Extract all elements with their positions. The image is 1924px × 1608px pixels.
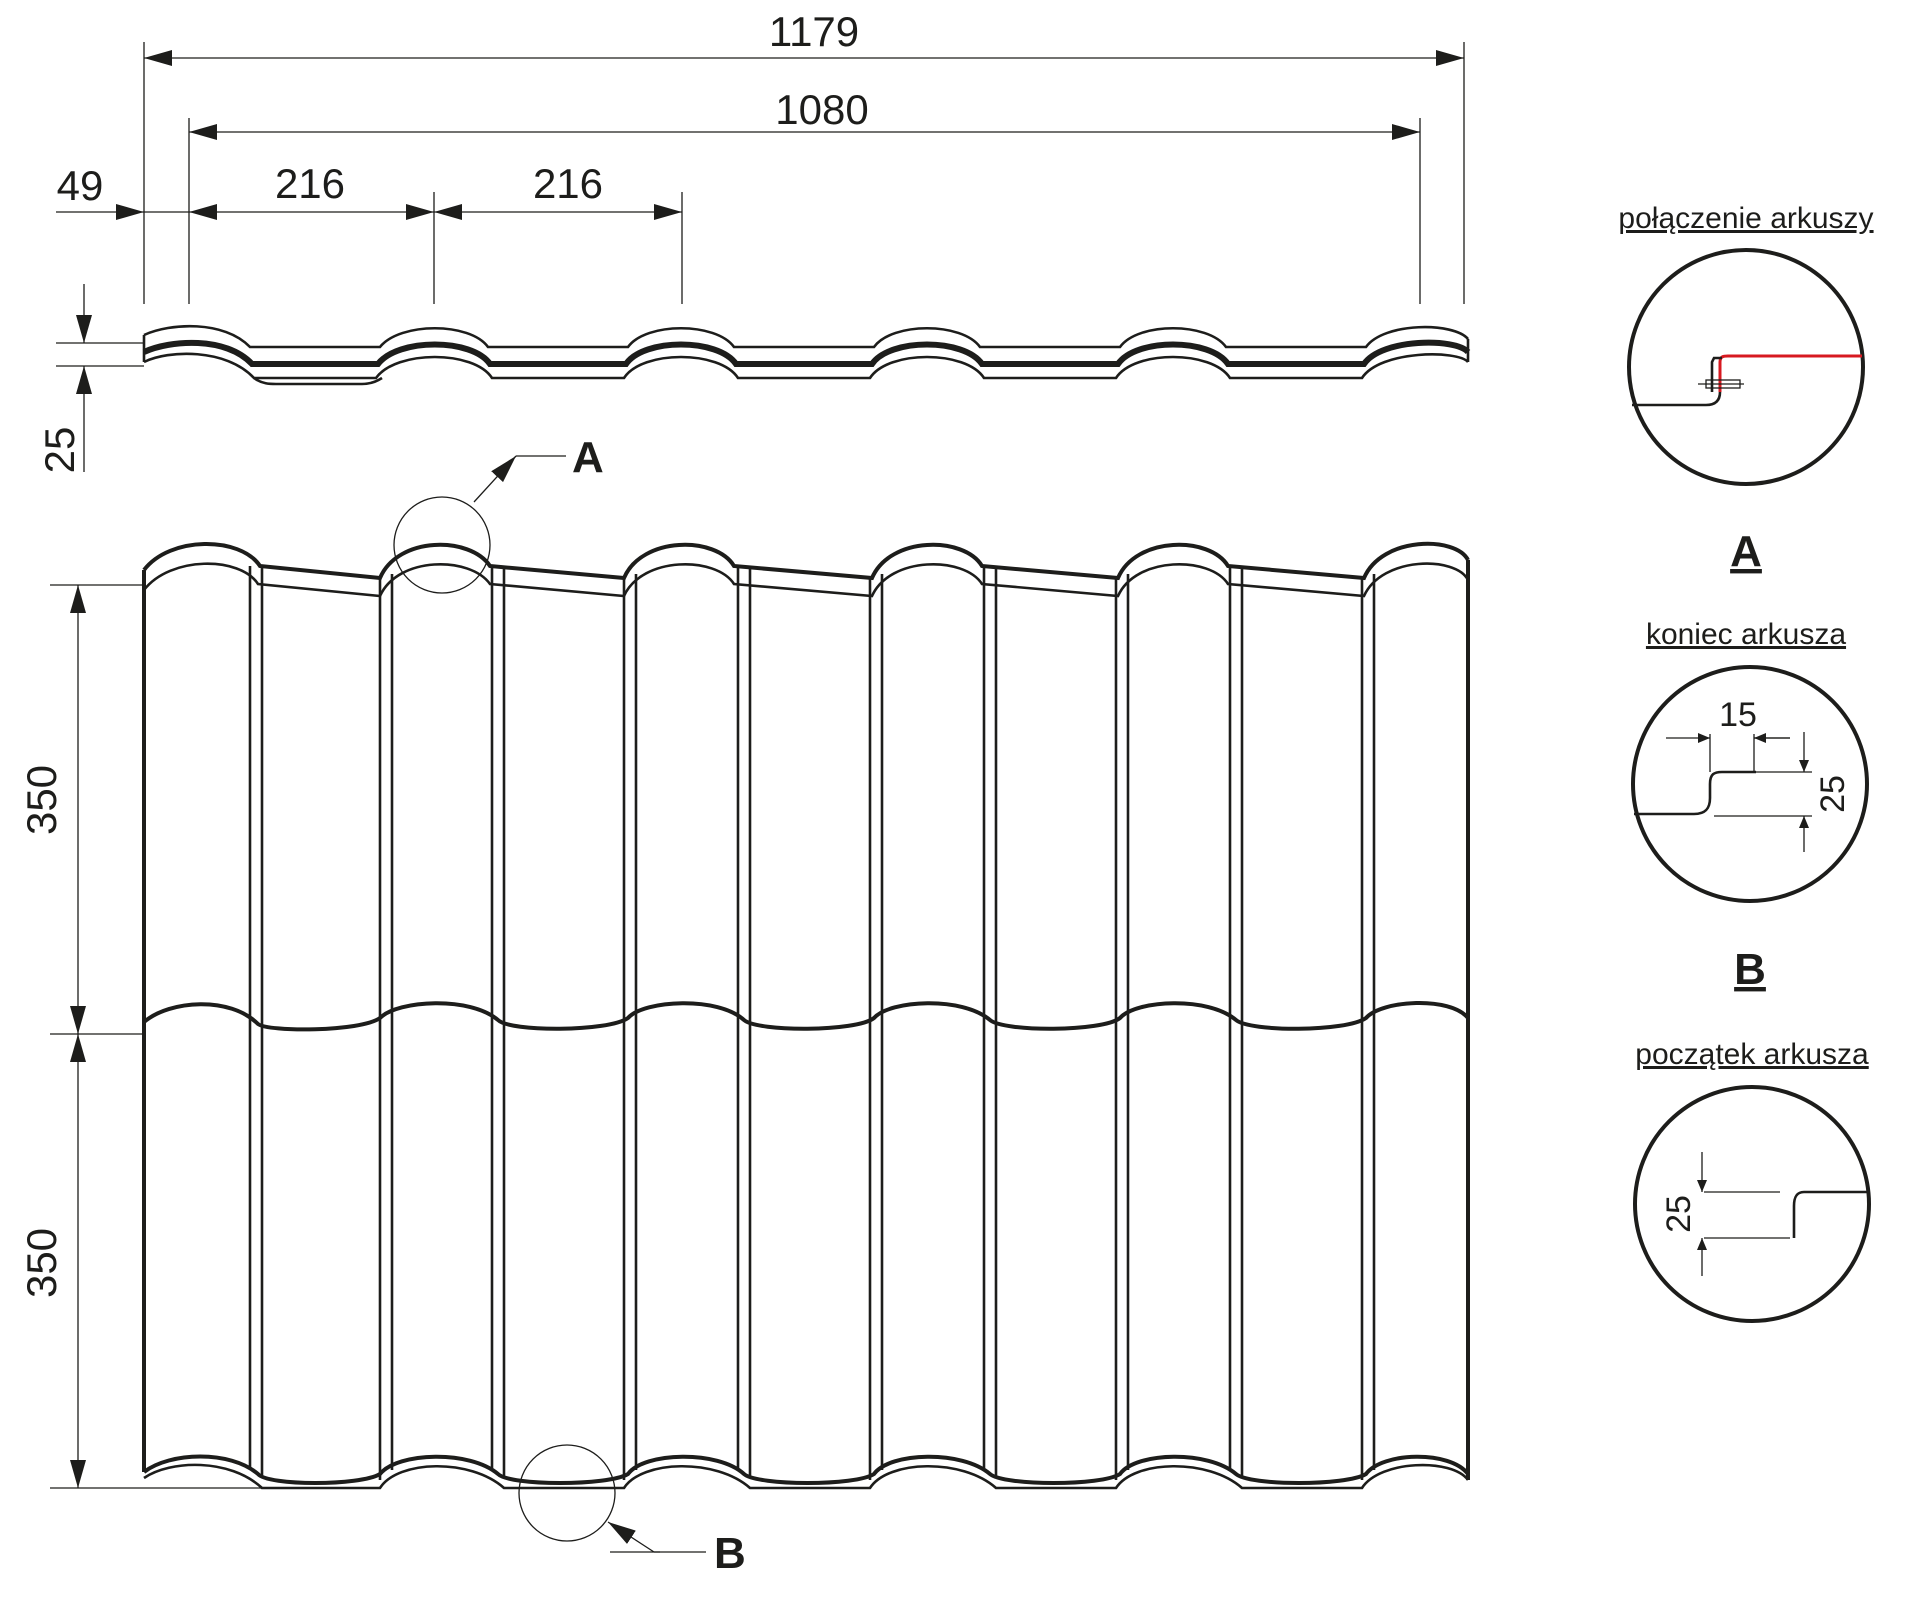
dim-350-label-1: 350 bbox=[18, 765, 65, 835]
marker-b-label: B bbox=[714, 1529, 746, 1578]
marker-a-label: A bbox=[572, 433, 604, 482]
dim-216-label-2: 216 bbox=[533, 160, 603, 207]
module-dimensions: 350 350 bbox=[18, 585, 86, 1488]
detail-sheet-joint: połączenie arkuszy bbox=[1618, 202, 1874, 486]
section-profile bbox=[142, 324, 1471, 386]
detail-end-letter: B bbox=[1734, 945, 1766, 994]
dim-49-label: 49 bbox=[57, 162, 104, 209]
dim-1179-label: 1179 bbox=[769, 8, 859, 55]
detail-start-dim-25: 25 bbox=[1660, 1195, 1698, 1233]
detail-sheet-end: koniec arkusza 15 25 bbox=[1631, 618, 1869, 903]
marker-a: A bbox=[393, 433, 604, 594]
detail-sheet-start: początek arkusza 25 bbox=[1633, 1038, 1871, 1323]
dim-350-label-2: 350 bbox=[18, 1228, 65, 1298]
dim-216-label-1: 216 bbox=[275, 160, 345, 207]
dimension-chain: 1179 1080 49 216 216 25 bbox=[36, 8, 1465, 474]
dim-25-label: 25 bbox=[36, 427, 83, 474]
detail-end-dim-25: 25 bbox=[1814, 775, 1852, 813]
marker-b: B bbox=[518, 1444, 746, 1578]
dim-1080-label: 1080 bbox=[775, 86, 868, 133]
detail-joint-letter: A bbox=[1730, 527, 1762, 576]
detail-joint-caption: połączenie arkuszy bbox=[1618, 202, 1873, 235]
detail-end-caption: koniec arkusza bbox=[1646, 618, 1846, 651]
detail-end-dim-15: 15 bbox=[1719, 696, 1757, 734]
sheet-view bbox=[50, 541, 1470, 1490]
detail-start-caption: początek arkusza bbox=[1635, 1038, 1869, 1071]
